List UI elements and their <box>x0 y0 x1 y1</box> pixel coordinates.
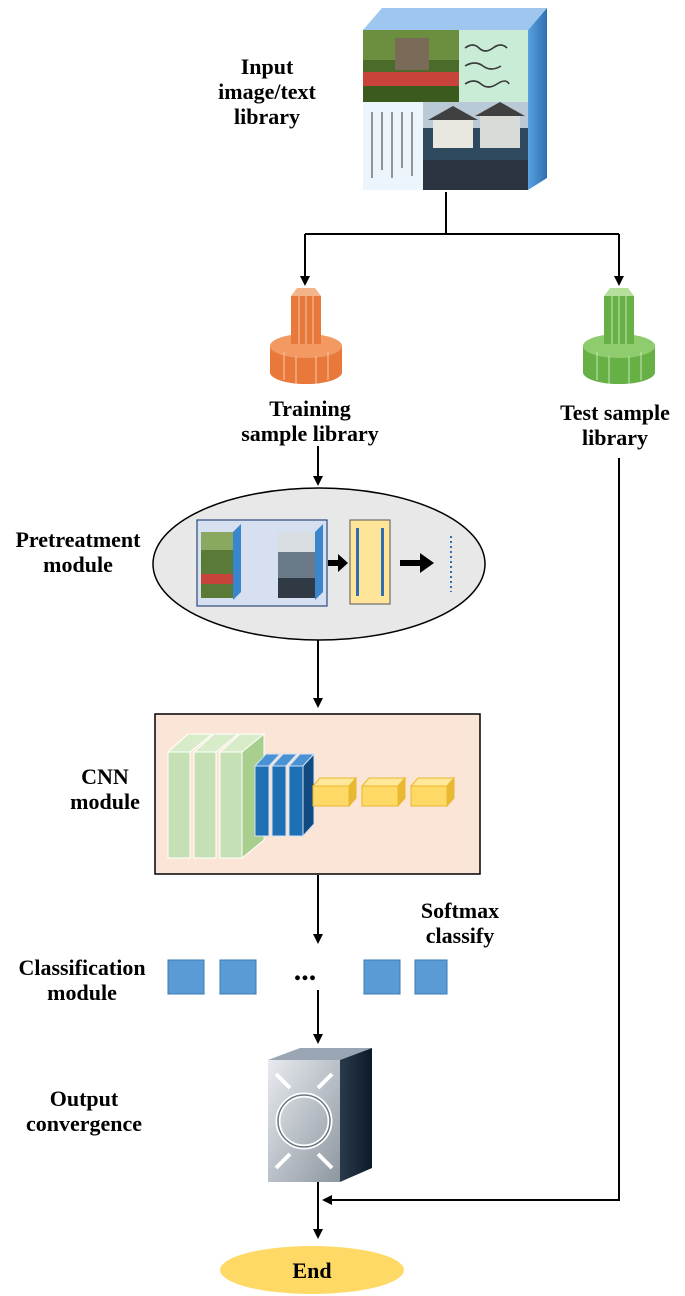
input-library-label: Input image/text library <box>218 54 316 129</box>
pretreatment-module-label: Pretreatment module <box>15 527 141 577</box>
end-terminal: End <box>220 1246 404 1294</box>
classification-module-label: Classification module <box>18 955 146 1005</box>
softmax-classify-label: Softmax classify <box>420 898 500 948</box>
test-library-label: Test sample library <box>560 400 670 450</box>
training-library-label: Training sample library <box>241 396 379 446</box>
classification-squares <box>167 959 448 995</box>
pretreatment-module-ellipse <box>152 487 486 641</box>
output-convergence-label: Output convergence <box>25 1086 143 1136</box>
green-pillar-icon <box>583 288 655 384</box>
end-label: End <box>292 1258 331 1283</box>
orange-pillar-icon <box>270 288 342 384</box>
cnn-module-box <box>154 713 481 875</box>
classification-ellipsis: ... <box>293 954 317 987</box>
connector-lines <box>300 192 624 1239</box>
image-text-library-icon <box>363 8 547 190</box>
cnn-module-label: CNN module <box>70 764 140 814</box>
convergence-cube-icon <box>268 1048 372 1182</box>
